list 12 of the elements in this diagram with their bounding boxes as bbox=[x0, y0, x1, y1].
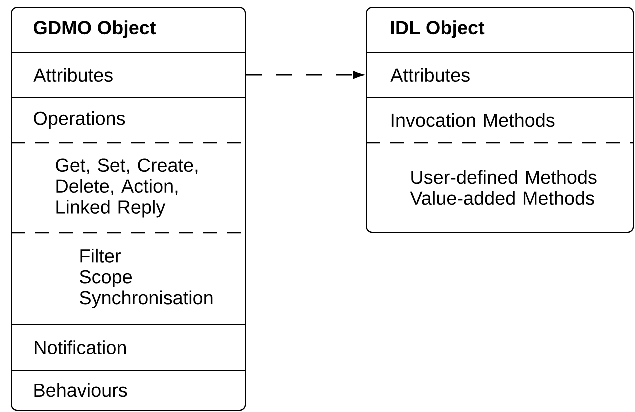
section-label: Operations bbox=[34, 111, 126, 130]
item-list: User-defined Methods Value-added Methods bbox=[410, 170, 597, 206]
box-heading: IDL Object bbox=[391, 20, 485, 38]
section-label: Invocation Methods bbox=[392, 113, 555, 128]
item-list: Filter Scope Synchronisation bbox=[80, 248, 213, 308]
section-row: Attributes bbox=[11, 52, 246, 98]
dashed-arrow bbox=[246, 71, 364, 80]
section-label: Behaviours bbox=[34, 383, 128, 398]
box-heading: GDMO Object bbox=[34, 20, 156, 38]
section-label: Get, Set, Create, Delete, Action, Linked Reply bbox=[56, 158, 198, 218]
section-row: Notification bbox=[11, 324, 246, 372]
section-row: Attributes bbox=[366, 52, 634, 98]
